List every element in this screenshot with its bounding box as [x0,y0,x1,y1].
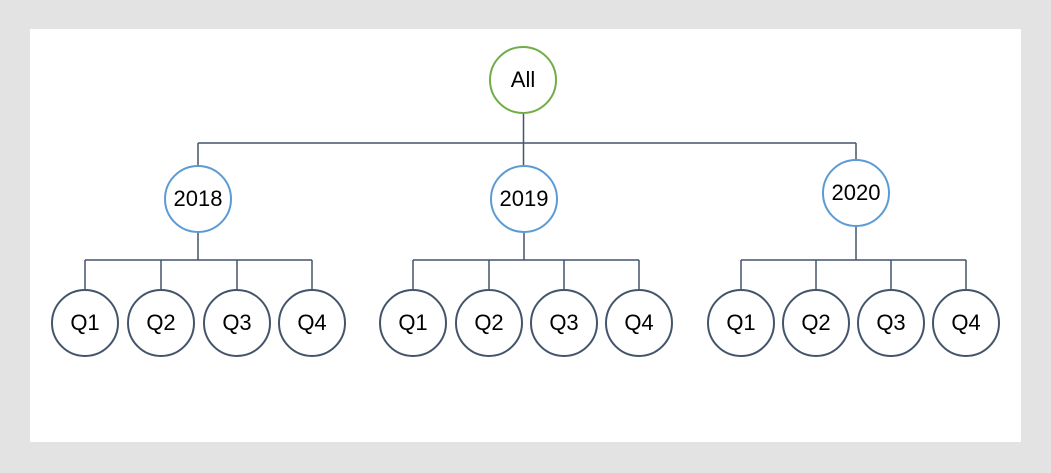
node-2020[interactable]: 2020 [822,159,890,227]
node-2020-q3-label: Q3 [876,310,906,335]
node-2019-q1[interactable]: Q1 [379,289,447,357]
node-2019-q3[interactable]: Q3 [530,289,598,357]
node-all-label: All [510,67,536,92]
node-2018-q2[interactable]: Q2 [127,289,195,357]
node-2019-label: 2019 [499,186,549,211]
node-2020-q3[interactable]: Q3 [857,289,925,357]
node-all[interactable]: All [489,46,557,114]
node-2019-q3-label: Q3 [549,310,579,335]
node-2020-q2-label: Q2 [801,310,831,335]
node-2019-q2[interactable]: Q2 [455,289,523,357]
diagram-canvas: All 2018 2019 2020 Q1 Q2 Q3 Q4 Q1 Q2 [30,29,1021,442]
node-2019-q4[interactable]: Q4 [605,289,673,357]
node-2019-q4-label: Q4 [624,310,654,335]
node-2018-q4[interactable]: Q4 [278,289,346,357]
node-2018-q1-label: Q1 [70,310,100,335]
node-2018-q3[interactable]: Q3 [203,289,271,357]
node-2020-q4[interactable]: Q4 [932,289,1000,357]
node-2018-q2-label: Q2 [146,310,176,335]
node-2018-q3-label: Q3 [222,310,252,335]
node-2018-label: 2018 [173,186,223,211]
node-2020-label: 2020 [831,180,881,205]
node-2020-q4-label: Q4 [951,310,981,335]
node-2020-q1-label: Q1 [726,310,756,335]
node-2020-q2[interactable]: Q2 [782,289,850,357]
node-2019-q2-label: Q2 [474,310,504,335]
node-2020-q1[interactable]: Q1 [707,289,775,357]
node-2019[interactable]: 2019 [490,165,558,233]
node-2019-q1-label: Q1 [398,310,428,335]
node-2018[interactable]: 2018 [164,165,232,233]
node-2018-q1[interactable]: Q1 [51,289,119,357]
node-2018-q4-label: Q4 [297,310,327,335]
